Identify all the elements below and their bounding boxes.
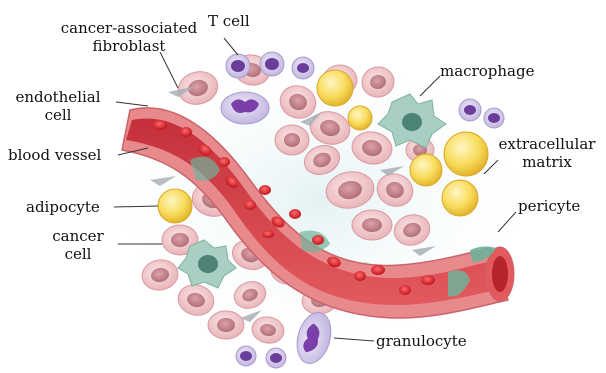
label-adipocyte: adipocyte xyxy=(26,198,100,216)
label-cancer-cell-line1: cancer xyxy=(42,227,114,245)
label-cancer-associated-fibroblast-line2: fibroblast xyxy=(46,37,212,55)
label-cancer-associated-fibroblast-line1: cancer-associated xyxy=(46,19,212,37)
label-pericyte: pericyte xyxy=(518,197,580,215)
label-extracellular-matrix-line2: matrix xyxy=(494,153,600,171)
label-endothelial-cell-line2: cell xyxy=(8,106,108,124)
label-cancer-cell-line2: cell xyxy=(42,245,114,263)
label-granulocyte: granulocyte xyxy=(376,332,467,350)
granulocyte-top xyxy=(221,92,269,124)
label-extracellular-matrix-line1: extracellular xyxy=(494,135,600,153)
label-blood-vessel: blood vessel xyxy=(8,146,101,164)
label-macrophage: macrophage xyxy=(440,62,534,80)
label-t-cell: T cell xyxy=(208,12,250,30)
label-endothelial-cell-line1: endothelial xyxy=(8,88,108,106)
